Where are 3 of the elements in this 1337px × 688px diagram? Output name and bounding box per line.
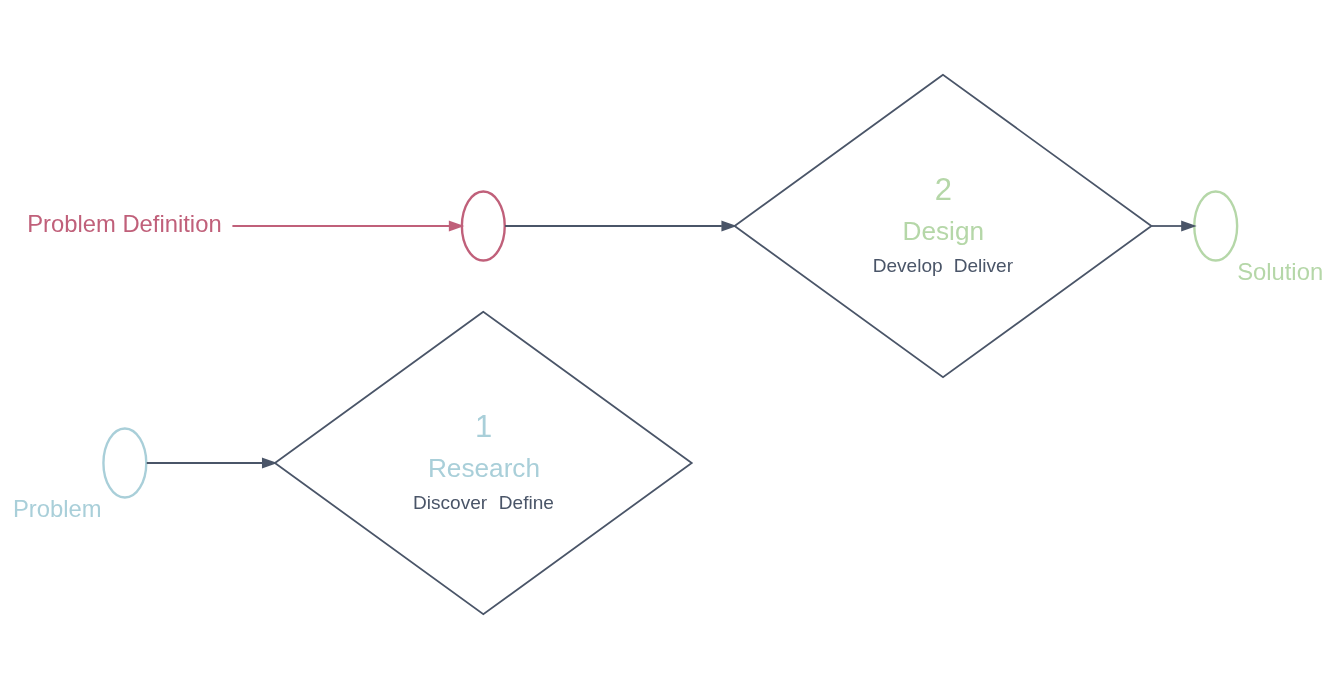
node-label: Problem (12, 494, 102, 522)
node-text: Problem Definition (27, 209, 222, 237)
node-label: Solution (1237, 257, 1324, 285)
